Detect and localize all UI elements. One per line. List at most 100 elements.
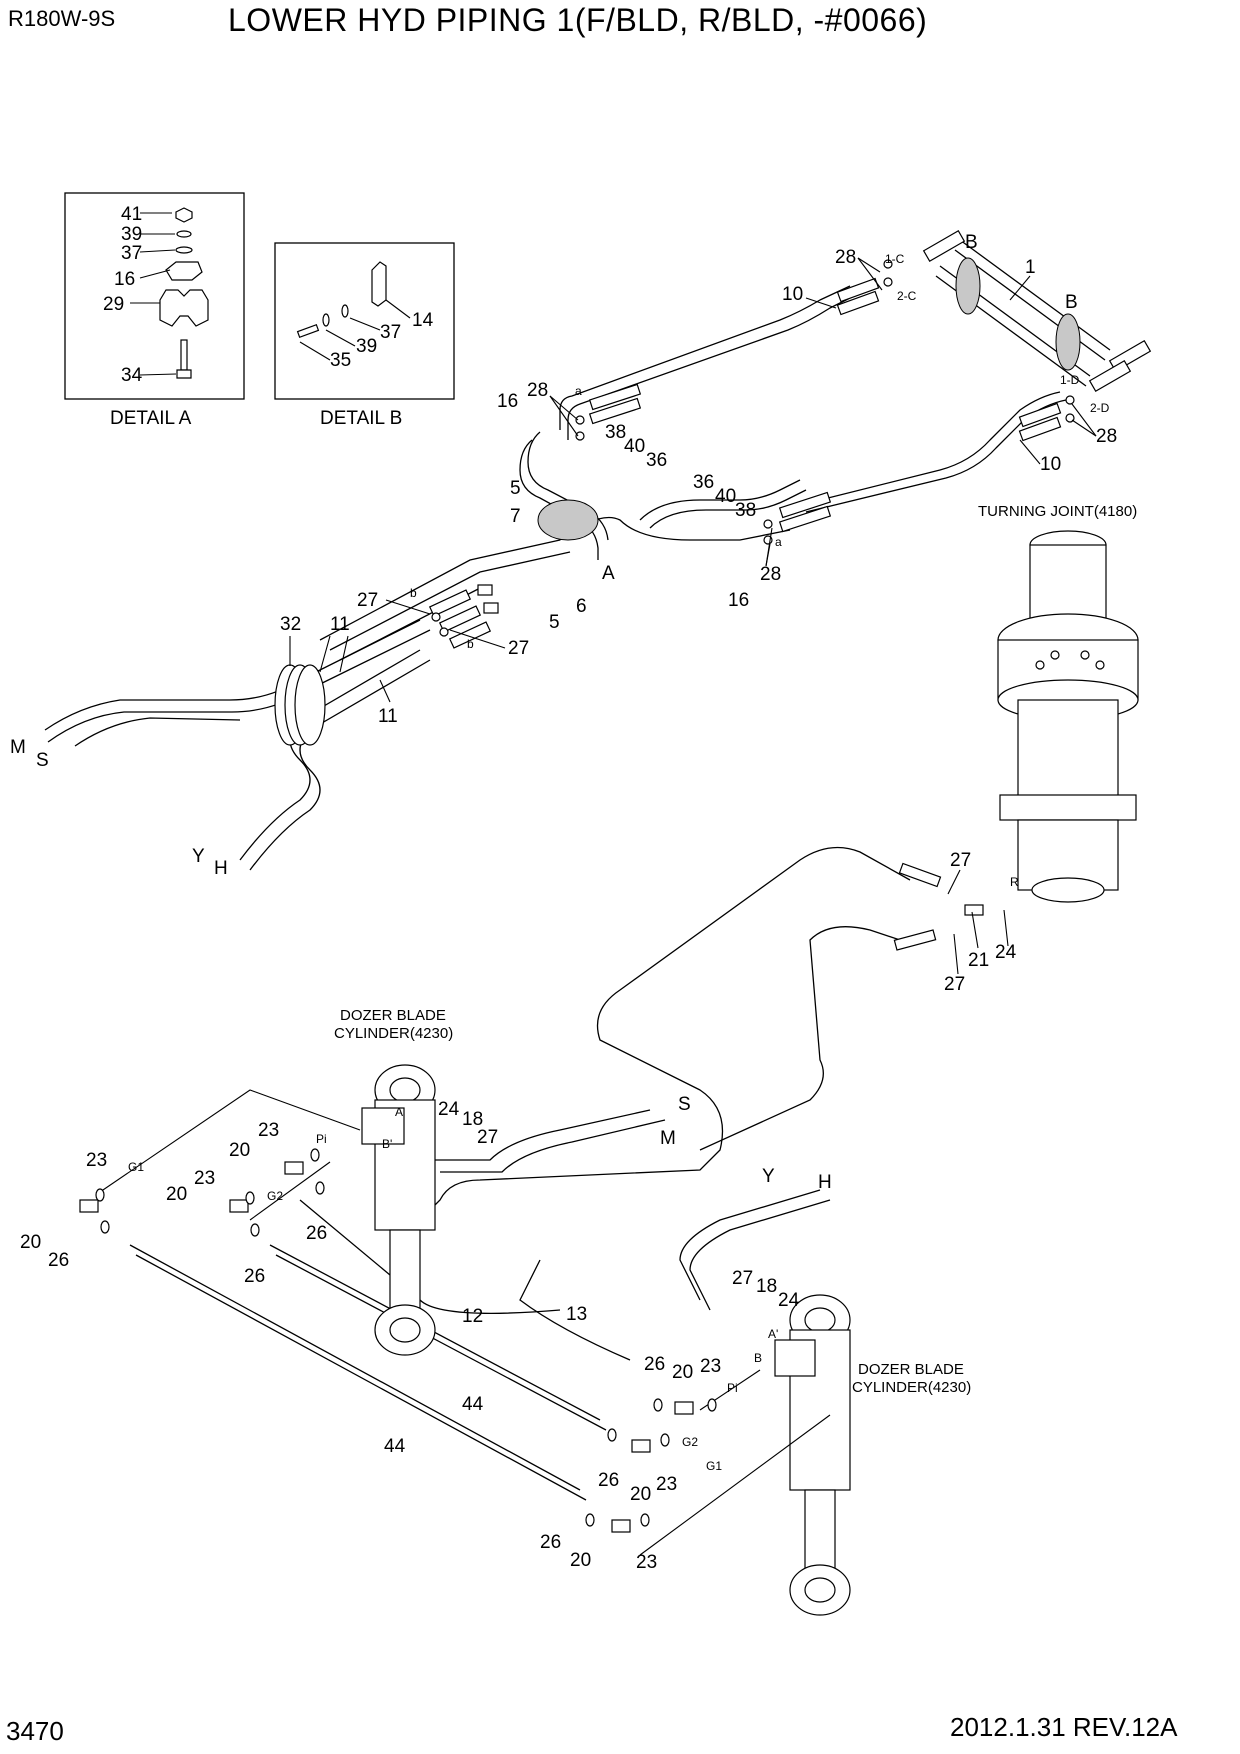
callout: 27 — [950, 850, 971, 871]
callout: G1 — [128, 1160, 144, 1174]
lockwasher-icon — [175, 246, 193, 254]
callout: G1 — [706, 1459, 722, 1473]
callout: 20 — [166, 1184, 187, 1205]
elbow-fitting — [79, 1199, 99, 1213]
callout: B' — [382, 1137, 392, 1151]
clamp-block-icon — [159, 289, 209, 327]
elbow-fitting — [631, 1439, 651, 1453]
callout: 39 — [356, 336, 377, 357]
callout: 26 — [540, 1532, 561, 1553]
elbow-fitting — [964, 904, 984, 916]
callout: 28 — [527, 380, 548, 401]
clamp-plate-icon — [165, 261, 203, 281]
callout: 38 — [605, 422, 626, 443]
callout: b — [410, 586, 417, 600]
callout: Pi — [727, 1381, 738, 1395]
elbow-fitting — [284, 1161, 304, 1175]
callout: 1-D — [1060, 373, 1080, 387]
detail-a-marker — [537, 499, 599, 541]
callout: 37 — [121, 243, 142, 264]
clamp-icon — [371, 261, 387, 307]
callout: 5 — [549, 612, 560, 633]
dozer-cylinder-label: DOZER BLADE — [340, 1007, 446, 1024]
callouts: 1 10 28 1-C 2-C B B 1-D 2-D 28 10 16 28 … — [10, 232, 1117, 1573]
dozer-cylinder-right — [774, 1294, 851, 1616]
callout: 10 — [782, 284, 803, 305]
dozer-cylinder-left — [361, 1064, 436, 1356]
callout: 27 — [508, 638, 529, 659]
component-labels: TURNING JOINT(4180) DOZER BLADE CYLINDER… — [334, 503, 1137, 1396]
callout: B — [1065, 292, 1078, 313]
callout: 21 — [968, 950, 989, 971]
callout: 26 — [306, 1223, 327, 1244]
callout: 20 — [570, 1550, 591, 1571]
callout: 5 — [510, 478, 521, 499]
callout: B — [754, 1351, 762, 1365]
callout: 24 — [995, 942, 1017, 963]
callout: 27 — [477, 1127, 498, 1148]
callout: 24 — [438, 1099, 460, 1120]
callout: 44 — [462, 1394, 484, 1415]
callout: 23 — [194, 1168, 215, 1189]
callout: 1 — [1025, 257, 1036, 278]
lower-piping — [129, 846, 984, 1501]
callout: 20 — [672, 1362, 693, 1383]
callout: 16 — [728, 590, 749, 611]
turning-joint-label: TURNING JOINT(4180) — [978, 503, 1137, 520]
callout: 40 — [715, 486, 736, 507]
callout: 18 — [756, 1276, 777, 1297]
callout: 11 — [378, 706, 398, 727]
callout: 40 — [624, 436, 645, 457]
detail-b-marker — [1055, 313, 1081, 371]
elbow-fitting — [611, 1519, 631, 1533]
callout: b — [467, 637, 474, 651]
callout: 2-C — [897, 289, 917, 303]
callout: 27 — [357, 590, 378, 611]
callout: 16 — [114, 269, 135, 290]
callout: A' — [768, 1327, 778, 1341]
callout: 12 — [462, 1306, 483, 1327]
callout: A — [395, 1105, 403, 1119]
callout: M — [10, 737, 26, 758]
callout: 27 — [944, 974, 965, 995]
callout: 38 — [735, 500, 756, 521]
callout: 28 — [835, 247, 856, 268]
callout: 26 — [598, 1470, 619, 1491]
model-number: R180W-9S — [8, 6, 116, 31]
callout: a — [575, 384, 582, 398]
callout: 10 — [1040, 454, 1061, 475]
callout: 41 — [121, 204, 142, 225]
callout: 20 — [20, 1232, 41, 1253]
upper-piping — [519, 229, 1152, 560]
detail-b: 14 37 39 35 DETAIL B — [274, 242, 455, 429]
nut-icon — [175, 207, 193, 223]
callout: 36 — [693, 472, 714, 493]
detail-a: 41 39 37 16 29 34 DETAIL A — [64, 192, 245, 429]
callout: S — [678, 1094, 691, 1115]
callout: Y — [762, 1166, 775, 1187]
callout: 6 — [576, 596, 587, 617]
callout: H — [214, 858, 228, 879]
page-number: 3470 — [6, 1716, 64, 1746]
callout: 20 — [229, 1140, 250, 1161]
callout: 35 — [330, 350, 351, 371]
callout: Pi — [316, 1132, 327, 1146]
bolt-icon — [296, 323, 320, 339]
callout: 23 — [636, 1552, 657, 1573]
callout: 29 — [103, 294, 124, 315]
revision-date: 2012.1.31 REV.12A — [950, 1712, 1178, 1742]
callout: 14 — [412, 310, 434, 331]
bolt-icon — [180, 339, 188, 371]
callout: 23 — [258, 1120, 279, 1141]
callout: 27 — [732, 1268, 753, 1289]
callout: 23 — [86, 1150, 107, 1171]
elbow-fitting — [674, 1401, 694, 1415]
callout: 26 — [244, 1266, 265, 1287]
callout: 7 — [510, 506, 521, 527]
elbow-fitting — [229, 1199, 249, 1213]
dozer-cylinder-label: CYLINDER(4230) — [852, 1379, 971, 1396]
guide-lines — [99, 1089, 831, 1556]
callout: 23 — [656, 1474, 677, 1495]
page-title: LOWER HYD PIPING 1(F/BLD, R/BLD, -#0066) — [228, 2, 928, 38]
